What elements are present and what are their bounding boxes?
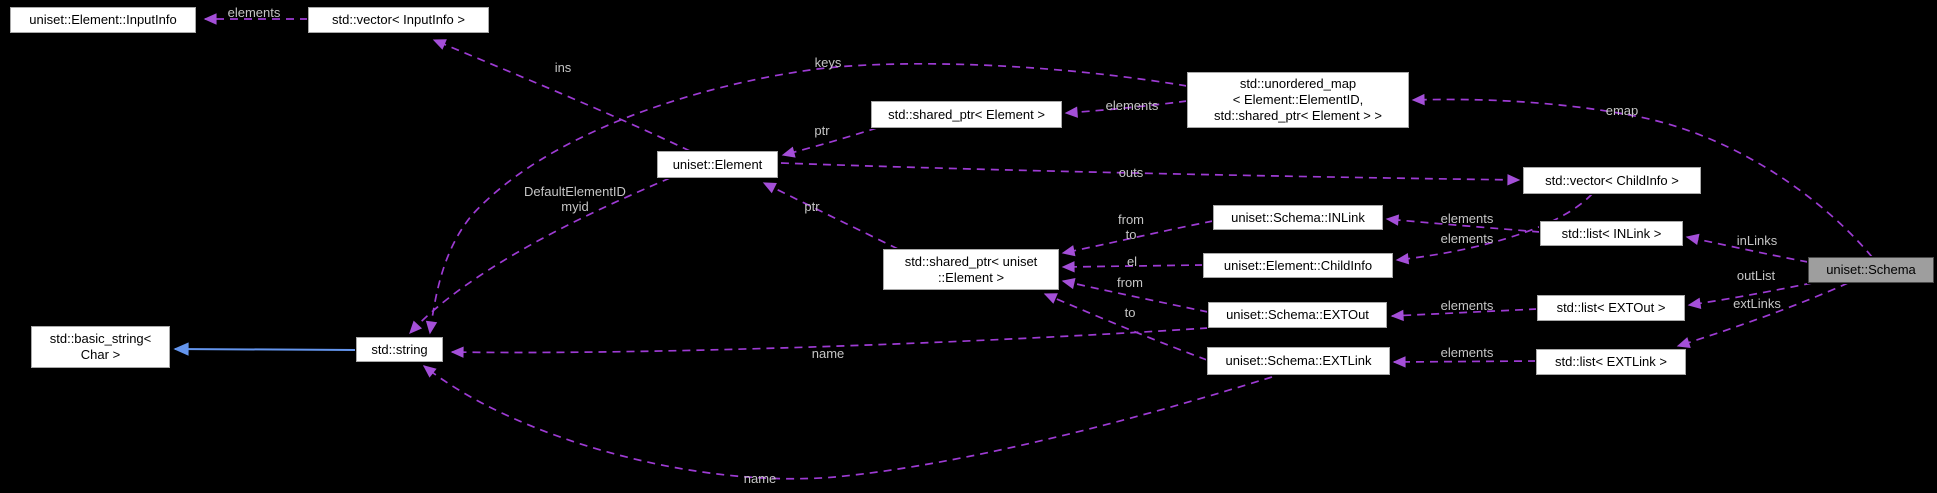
node-schema-inlink[interactable]: uniset::Schema::INLink: [1213, 205, 1383, 230]
node-schema-label-line-0: uniset::Schema: [1826, 262, 1916, 277]
edge-label-sharedptru-ptr: ptr: [804, 199, 820, 214]
edge-label-listinlink-elements: elements: [1441, 211, 1494, 226]
edge-label-childinfo-el: el: [1127, 254, 1137, 269]
edge-label-listextout-elements: elements: [1441, 298, 1494, 313]
edge-element-myid: [409, 177, 671, 334]
edge-label-vecchildinfo-elements: elements: [1441, 231, 1494, 246]
edge-inlink-fromto: [1061, 220, 1214, 257]
node-shared-ptr-uniset-element[interactable]: std::shared_ptr< uniset::Element >: [883, 249, 1059, 290]
edge-label-extout-from: from: [1117, 275, 1143, 290]
edge-schema-inlinks: [1685, 233, 1809, 263]
edge-label-inlink-fromto-0: from: [1118, 212, 1144, 227]
node-basic-string-label-line-1: Char >: [80, 347, 121, 362]
edge-label-extlink-name: name: [744, 471, 777, 486]
edge-element-ins: [432, 39, 691, 152]
node-string[interactable]: std::string: [356, 337, 443, 362]
node-list-inlink[interactable]: std::list< INLink >: [1540, 221, 1683, 246]
node-vector-inputinfo-label-line-0: std::vector< InputInfo >: [332, 12, 465, 27]
node-element-inputinfo-label-line-0: uniset::Element::InputInfo: [29, 12, 177, 27]
edge-label-listextlink-elements: elements: [1441, 345, 1494, 360]
edge-label-schema-emap: emap: [1606, 103, 1639, 118]
edge-element-outs: [780, 162, 1521, 186]
node-schema[interactable]: uniset::Schema: [1808, 257, 1934, 283]
edge-string-inherits-basicstring: [173, 342, 357, 356]
node-schema-extout-label-line-0: uniset::Schema::EXTOut: [1226, 307, 1369, 322]
node-element-childinfo[interactable]: uniset::Element::ChildInfo: [1203, 253, 1393, 278]
edge-label-element-outs: outs: [1119, 165, 1144, 180]
edge-label-element-myid-1: myid: [561, 199, 588, 214]
node-list-extlink[interactable]: std::list< EXTLink >: [1536, 349, 1686, 375]
edge-label-vecinputinfo-elements: elements: [228, 5, 281, 20]
edge-schema-outlist: [1687, 282, 1813, 309]
node-element-label-line-0: uniset::Element: [672, 156, 763, 172]
node-element-childinfo-label-line-0: uniset::Element::ChildInfo: [1223, 257, 1373, 273]
node-string-label-line-0: std::string: [371, 341, 428, 357]
node-list-extlink-label-line-0: std::list< EXTLink >: [1555, 354, 1667, 369]
edge-label-element-ins: ins: [555, 60, 572, 75]
edge-sharedptr-ptr: [781, 127, 878, 158]
node-vector-childinfo[interactable]: std::vector< ChildInfo >: [1523, 167, 1701, 194]
node-vector-inputinfo[interactable]: std::vector< InputInfo >: [308, 7, 489, 33]
edge-group: [173, 13, 1873, 480]
node-unordered-map[interactable]: std::unordered_map< Element::ElementID,s…: [1187, 72, 1409, 128]
edge-label-extlink-to: to: [1125, 305, 1136, 320]
node-list-extout[interactable]: std::list< EXTOut >: [1537, 295, 1685, 321]
edge-label-group: elementsinselementskeysptroutsptrDefault…: [228, 5, 1782, 486]
edge-umap-elements: [1064, 100, 1188, 118]
node-schema-extout[interactable]: uniset::Schema::EXTOut: [1208, 302, 1387, 328]
edge-label-element-myid-0: DefaultElementID: [524, 184, 626, 199]
edge-label-umap-elements: elements: [1106, 98, 1159, 113]
node-shared-ptr-uniset-element-label-line-0: std::shared_ptr< uniset: [904, 253, 1038, 269]
node-list-inlink-label-line-0: std::list< INLink >: [1561, 225, 1662, 241]
edge-extlink-to: [1043, 293, 1208, 361]
node-schema-inlink-label-line-0: uniset::Schema::INLink: [1231, 209, 1365, 225]
node-shared-ptr-element[interactable]: std::shared_ptr< Element >: [871, 101, 1062, 128]
node-element[interactable]: uniset::Element: [657, 151, 778, 178]
edge-label-schema-outlist: outList: [1737, 268, 1776, 283]
node-schema-extlink[interactable]: uniset::Schema::EXTLink: [1207, 347, 1390, 375]
edge-label-inlink-fromto-1: to: [1126, 227, 1137, 242]
node-vector-childinfo-label-line-0: std::vector< ChildInfo >: [1545, 172, 1679, 188]
edge-listinlink-elements: [1385, 214, 1541, 233]
edge-sharedptru-ptr: [762, 182, 899, 250]
node-basic-string-label-line-0: std::basic_string<: [49, 331, 152, 346]
edge-label-umap-keys: keys: [815, 55, 842, 70]
edge-umap-keys: [425, 62, 1188, 335]
node-shared-ptr-uniset-element-label-line-1: ::Element >: [937, 269, 1005, 285]
edge-label-extout-name: name: [812, 346, 845, 361]
node-basic-string[interactable]: std::basic_string<Char >: [31, 326, 170, 368]
edge-listextlink-elements: [1392, 356, 1537, 368]
edge-childinfo-el: [1061, 261, 1204, 273]
node-schema-extlink-label-line-0: uniset::Schema::EXTLink: [1225, 353, 1372, 368]
edge-label-schema-extlinks: extLinks: [1733, 296, 1781, 311]
node-element-inputinfo[interactable]: uniset::Element::InputInfo: [10, 7, 196, 33]
edge-schema-emap: [1411, 93, 1873, 258]
edge-label-schema-inlinks: inLinks: [1737, 233, 1778, 248]
node-unordered-map-label-line-1: < Element::ElementID,: [1232, 92, 1364, 107]
edge-vecchildinfo-elements: [1395, 193, 1593, 265]
edge-schema-extlinks: [1676, 282, 1849, 348]
node-unordered-map-label-line-2: std::shared_ptr< Element > >: [1213, 108, 1383, 123]
node-list-extout-label-line-0: std::list< EXTOut >: [1556, 300, 1666, 315]
edge-extlink-name: [422, 365, 1273, 480]
edge-listextout-elements: [1390, 308, 1538, 322]
edge-extout-from: [1061, 277, 1209, 313]
node-shared-ptr-element-label-line-0: std::shared_ptr< Element >: [888, 106, 1045, 122]
edge-label-sharedptr-ptr: ptr: [814, 123, 830, 138]
node-unordered-map-label-line-0: std::unordered_map: [1239, 76, 1357, 91]
